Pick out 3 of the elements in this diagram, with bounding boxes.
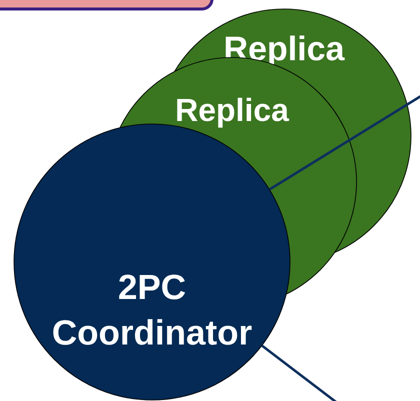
banner-box — [0, 0, 214, 10]
connector-line — [269, 94, 420, 190]
connector-line — [261, 344, 337, 401]
